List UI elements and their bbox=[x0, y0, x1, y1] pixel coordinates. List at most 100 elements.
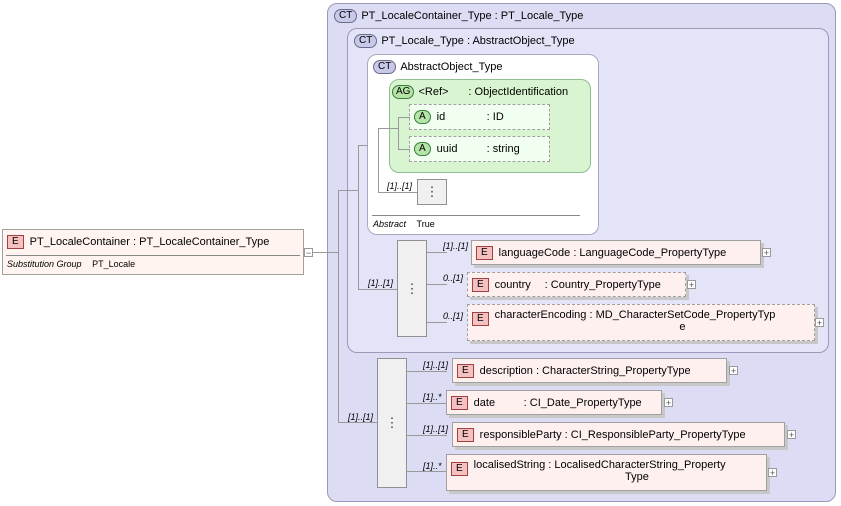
connector bbox=[407, 371, 447, 372]
connector bbox=[338, 190, 358, 191]
ag-connector bbox=[378, 128, 379, 192]
element-badge: E bbox=[457, 364, 474, 378]
connector bbox=[358, 145, 359, 290]
substitution-value: PT_Locale bbox=[92, 259, 136, 269]
element-name: date bbox=[473, 396, 496, 409]
attribute-name: id bbox=[436, 110, 446, 123]
ag-badge: AG bbox=[392, 85, 415, 99]
root-sub-row: Substitution Group PT_Locale bbox=[7, 259, 135, 269]
element-name: localisedString bbox=[473, 459, 546, 471]
element-name: responsibleParty bbox=[479, 428, 562, 441]
attribute-badge: A bbox=[414, 110, 431, 124]
element-type: : Country_PropertyType bbox=[544, 278, 661, 291]
abstract-row: Abstract True bbox=[373, 219, 435, 229]
sequence-icon: ⋮ bbox=[405, 281, 419, 296]
attribute-type: : ID bbox=[486, 110, 504, 123]
element-type: : LocalisedCharacterString_Property bbox=[548, 459, 726, 471]
element-name: description bbox=[479, 364, 533, 377]
ct-badge: CT bbox=[354, 34, 378, 48]
expand-button[interactable]: + bbox=[815, 318, 824, 328]
ag-connector bbox=[378, 128, 398, 129]
element-cardinality: [1]..* bbox=[423, 461, 442, 471]
root-divider bbox=[6, 255, 300, 256]
element-badge: E bbox=[476, 246, 493, 260]
element-cardinality: [1]..[1] bbox=[443, 241, 469, 251]
expand-button[interactable]: + bbox=[787, 430, 796, 440]
element-type: : CI_Date_PropertyType bbox=[523, 396, 642, 409]
connector bbox=[427, 322, 447, 323]
element-name: languageCode bbox=[498, 246, 571, 259]
element-cardinality: 0..[1] bbox=[443, 273, 464, 283]
abstract-label: Abstract bbox=[373, 219, 407, 229]
abstract-divider bbox=[372, 215, 580, 216]
expand-button[interactable]: + bbox=[664, 398, 673, 408]
connector bbox=[407, 435, 447, 436]
element-badge: E bbox=[451, 396, 468, 410]
ct-badge: CT bbox=[334, 9, 358, 23]
ct-mid-title: PT_Locale_Type : AbstractObject_Type bbox=[381, 34, 575, 47]
element-badge: E bbox=[7, 235, 24, 249]
ag-type: : ObjectIdentification bbox=[468, 85, 569, 98]
collapse-button[interactable]: − bbox=[304, 248, 313, 258]
sequence-icon: ⋮ bbox=[425, 184, 439, 199]
attribute-name: uuid bbox=[436, 142, 458, 155]
element-badge: E bbox=[472, 312, 489, 326]
locale-sequence[interactable]: ⋮ bbox=[397, 240, 427, 337]
element-type-wrap: e bbox=[679, 321, 686, 333]
connector bbox=[407, 471, 447, 472]
element-cardinality: [1]..[1] bbox=[423, 424, 449, 434]
ct-badge: CT bbox=[373, 60, 397, 74]
element-badge: E bbox=[472, 278, 489, 292]
element-cardinality: [1]..* bbox=[423, 392, 442, 402]
connector bbox=[427, 284, 447, 285]
element-name: country bbox=[494, 278, 531, 291]
element-cardinality: 0..[1] bbox=[443, 311, 464, 321]
connector bbox=[338, 422, 378, 423]
locale-seq-cardinality: [1]..[1] bbox=[368, 278, 394, 288]
attribute-badge: A bbox=[414, 142, 431, 156]
ag-ref: <Ref> bbox=[418, 85, 449, 98]
element-type-wrap: Type bbox=[625, 471, 649, 483]
element-name: characterEncoding bbox=[494, 309, 587, 321]
expand-button[interactable]: + bbox=[687, 280, 696, 290]
abstract-seq-cardinality: [1]..[1] bbox=[387, 181, 413, 191]
connector bbox=[427, 252, 447, 253]
expand-button[interactable]: + bbox=[762, 248, 771, 258]
expand-button[interactable]: + bbox=[729, 366, 738, 376]
element-type: : CharacterString_PropertyType bbox=[535, 364, 691, 377]
ag-connector bbox=[398, 117, 410, 118]
element-type: : LanguageCode_PropertyType bbox=[573, 246, 727, 259]
connector bbox=[358, 289, 398, 290]
ag-connector bbox=[398, 149, 410, 150]
container-seq-cardinality: [1]..[1] bbox=[348, 412, 374, 422]
element-badge: E bbox=[457, 428, 474, 442]
substitution-label: Substitution Group bbox=[7, 259, 82, 269]
container-sequence[interactable]: ⋮ bbox=[377, 358, 407, 488]
element-type: : MD_CharacterSetCode_PropertyTyp bbox=[589, 309, 776, 321]
connector bbox=[313, 252, 338, 253]
ag-header: AG<Ref> : ObjectIdentification bbox=[392, 85, 568, 99]
root-type: : PT_LocaleContainer_Type bbox=[133, 235, 270, 248]
expand-button[interactable]: + bbox=[768, 468, 777, 478]
element-badge: E bbox=[451, 462, 468, 476]
abstract-sequence[interactable]: ⋮ bbox=[417, 179, 447, 205]
ct-abs-title: AbstractObject_Type bbox=[400, 60, 503, 73]
connector bbox=[338, 190, 339, 423]
ag-connector bbox=[378, 192, 418, 193]
sequence-icon: ⋮ bbox=[385, 415, 399, 430]
